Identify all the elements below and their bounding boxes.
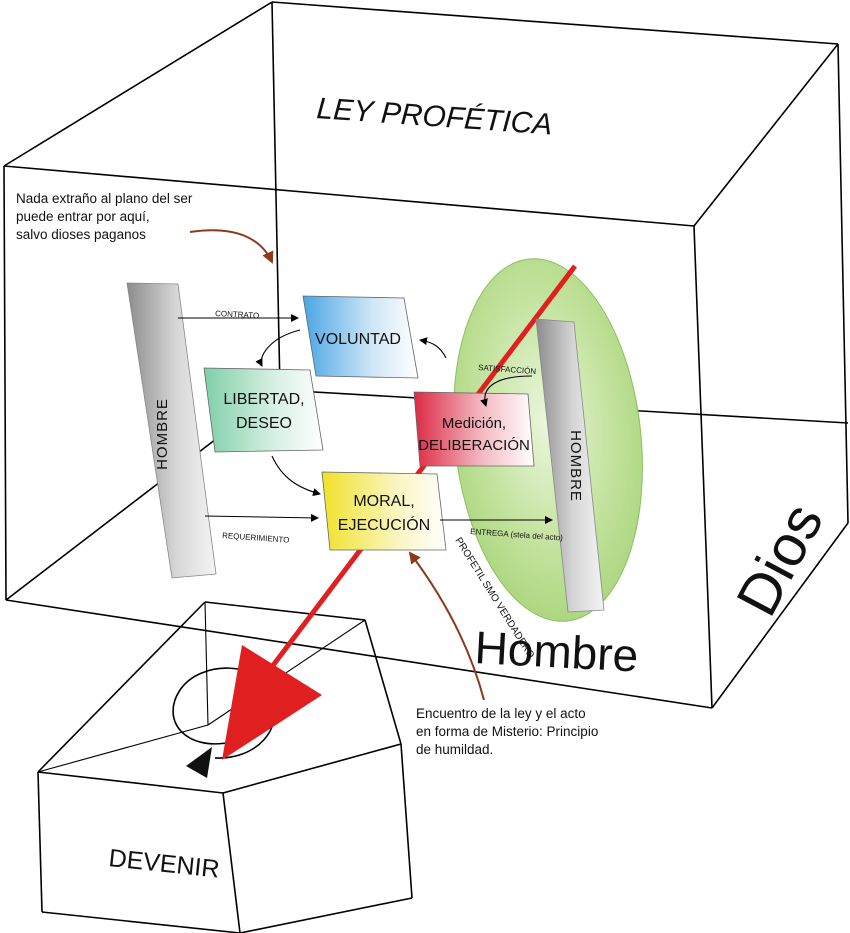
svg-text:DELIBERACIÓN: DELIBERACIÓN bbox=[418, 437, 530, 454]
hombre-right-bar bbox=[535, 318, 605, 613]
label-contrato: CONTRATO bbox=[215, 309, 260, 320]
note-top-line1: Nada extraño al plano del ser bbox=[16, 191, 193, 206]
svg-text:LIBERTAD,: LIBERTAD, bbox=[223, 391, 304, 408]
title-ley-profetica: LEY PROFÉTICA bbox=[316, 92, 554, 141]
svg-text:MORAL,: MORAL, bbox=[353, 493, 414, 510]
small-cube bbox=[37, 601, 413, 933]
svg-text:DESEO: DESEO bbox=[236, 415, 292, 432]
note-bottom-line1: Encuentro de la ley y el acto bbox=[416, 706, 586, 721]
svg-text:VOLUNTAD: VOLUNTAD bbox=[315, 331, 401, 348]
hombre-right-label: HOMBRE bbox=[567, 430, 584, 502]
flow-arrows bbox=[178, 314, 553, 524]
red-arrow-shaft bbox=[266, 264, 577, 674]
box-libertad: LIBERTAD, DESEO bbox=[203, 367, 324, 453]
label-hombre-big: Hombre bbox=[473, 621, 639, 681]
red-arrowhead-icon bbox=[222, 645, 322, 760]
box-voluntad: VOLUNTAD bbox=[302, 295, 419, 379]
box-moral: MORAL, EJECUCIÓN bbox=[321, 471, 447, 551]
note-bottom-line2: en forma de Misterio: Principio bbox=[416, 724, 598, 739]
brown-arrow-bottom bbox=[408, 551, 485, 701]
note-top-line3: salvo dioses paganos bbox=[16, 227, 146, 242]
svg-text:EJECUCIÓN: EJECUCIÓN bbox=[338, 515, 430, 534]
hombre-left-label: HOMBRE bbox=[154, 398, 171, 470]
note-top-line2: puede entrar por aquí, bbox=[16, 209, 150, 224]
box-medicion: Medición, DELIBERACIÓN bbox=[413, 391, 535, 467]
brown-arrow-top bbox=[189, 229, 274, 264]
label-requerimiento: REQUERIMIENTO bbox=[222, 531, 290, 545]
devenir-arrowhead-icon bbox=[186, 747, 212, 778]
label-devenir: DEVENIR bbox=[107, 844, 220, 883]
note-bottom-line3: de humildad. bbox=[416, 742, 493, 757]
label-dios: Dios bbox=[724, 493, 836, 626]
svg-text:Medición,: Medición, bbox=[442, 415, 506, 432]
hombre-left-bar: HOMBRE bbox=[126, 282, 217, 579]
label-satisfaccion: SATISFACCIÓN bbox=[478, 363, 537, 376]
